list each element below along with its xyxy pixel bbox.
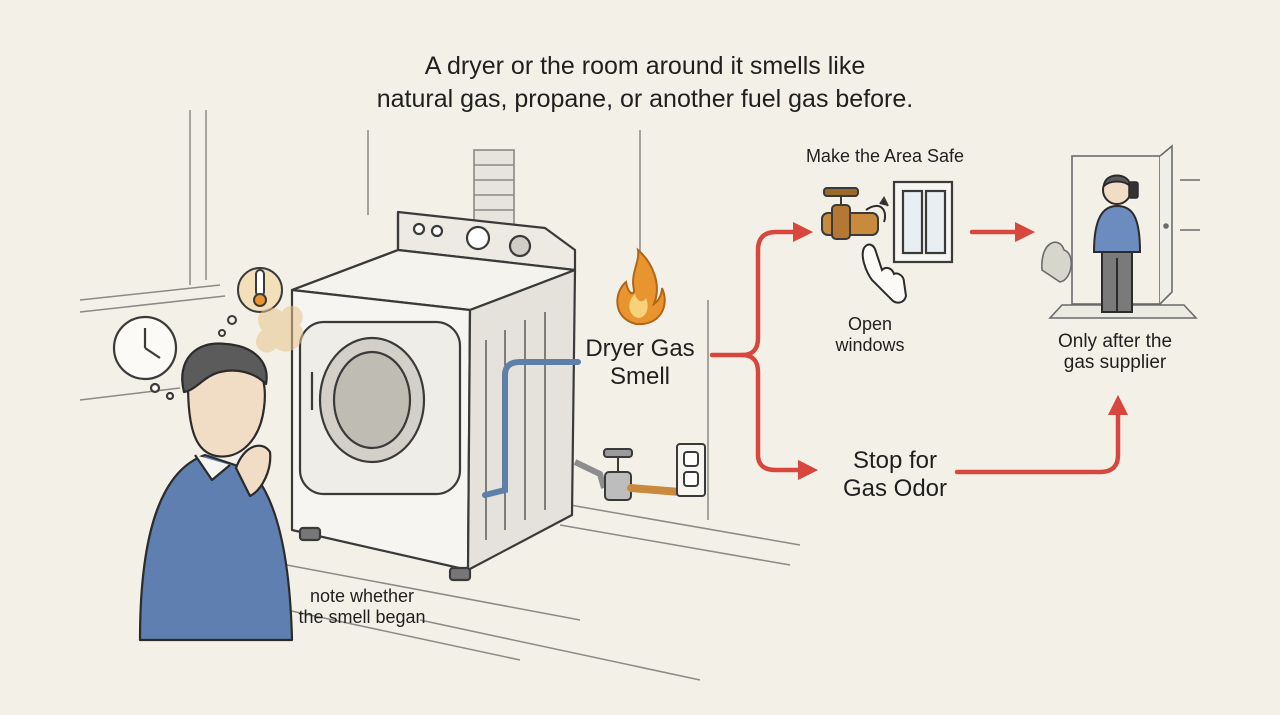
gas-hose bbox=[482, 359, 581, 498]
center-node-label: Dryer Gas Smell bbox=[570, 335, 710, 390]
note-line-1: note whether bbox=[309, 586, 415, 606]
make-area-safe-heading: Make the Area Safe bbox=[805, 146, 965, 166]
title-line-1: A dryer or the room around it smells lik… bbox=[424, 52, 866, 80]
open-windows-line-2: windows bbox=[835, 334, 905, 355]
arrow-to-make-safe bbox=[709, 221, 814, 358]
stop-line-2: Gas Odor bbox=[842, 474, 948, 502]
flow-arrows bbox=[709, 221, 1129, 481]
center-line-1: Dryer Gas bbox=[585, 335, 695, 362]
clock-icon bbox=[112, 315, 178, 401]
window-icon bbox=[892, 180, 954, 264]
outlet-icon bbox=[676, 443, 706, 497]
person-thinking bbox=[138, 342, 294, 642]
arrow-to-stop-odor bbox=[739, 352, 819, 481]
title-line-2: natural gas, propane, or another fuel ga… bbox=[376, 84, 914, 113]
note-line-2: the smell began bbox=[298, 606, 426, 627]
only-after-line-2: gas supplier bbox=[1063, 351, 1167, 373]
arrow-stop-to-supplier bbox=[954, 394, 1129, 475]
hand-pointer-icon bbox=[861, 243, 908, 304]
door-icon bbox=[1163, 223, 1169, 229]
gas-odor-haze bbox=[256, 305, 304, 353]
dryer-appliance bbox=[290, 210, 577, 582]
only-after-line-1: Only after the bbox=[1057, 331, 1173, 352]
dryer-vent-duct bbox=[473, 149, 515, 231]
stop-for-gas-odor-label: Stop for Gas Odor bbox=[820, 447, 970, 502]
phone-icon bbox=[1128, 181, 1139, 199]
center-line-2: Smell bbox=[609, 362, 670, 390]
person-on-phone bbox=[1092, 174, 1142, 313]
thermometer-icon bbox=[218, 267, 283, 337]
only-after-supplier-label: Only after the gas supplier bbox=[1030, 331, 1200, 374]
diagram-title: A dryer or the room around it smells lik… bbox=[320, 50, 970, 115]
open-windows-caption: Open windows bbox=[810, 314, 930, 355]
note-smell-label: note whether the smell began bbox=[272, 586, 452, 627]
flame-icon bbox=[616, 247, 666, 326]
stop-line-1: Stop for bbox=[852, 447, 938, 474]
open-windows-line-1: Open bbox=[847, 314, 893, 334]
shutoff-valve-icon bbox=[821, 187, 889, 240]
